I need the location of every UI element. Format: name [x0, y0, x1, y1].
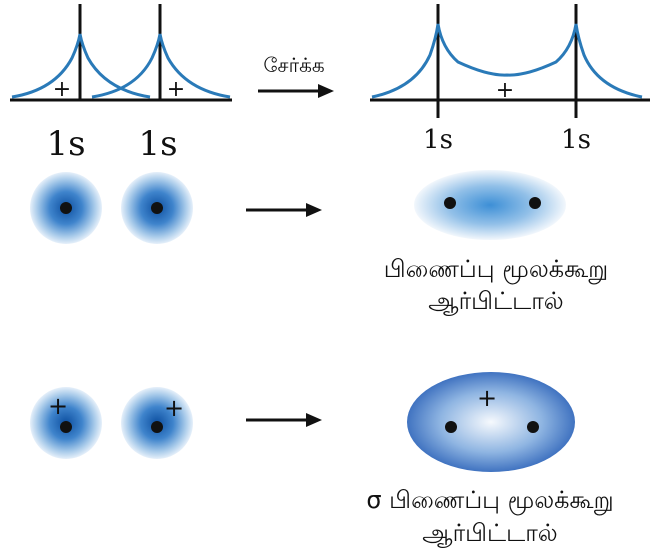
- nucleus-dot-7: [445, 421, 457, 433]
- nucleus-dot-2: [151, 202, 163, 214]
- combine-arrow: சேர்க்க: [258, 53, 334, 98]
- nucleus-dot-6: [151, 421, 163, 433]
- plus-sign-atom-2: +: [164, 394, 184, 422]
- combined-wavefunction: + 1s 1s: [370, 4, 650, 155]
- plus-sign-left-2: +: [167, 77, 185, 102]
- bonding-orbital-caption-line1: பிணைப்பு மூலக்கூறு: [384, 255, 608, 284]
- orbital-label-1s-left-2: 1s: [138, 124, 177, 164]
- nucleus-dot-8: [527, 421, 539, 433]
- plus-sign-molecule: +: [477, 384, 497, 412]
- sigma-orbital-caption-line1: σ பிணைப்பு மூலக்கூறு: [366, 486, 613, 515]
- separate-1s-wavefunctions: + + 1s 1s: [10, 4, 232, 164]
- nucleus-dot-4: [529, 197, 541, 209]
- bonding-orbital-row: பிணைப்பு மூலக்கூறு ஆர்பிட்டால்: [30, 170, 608, 316]
- arrow-head-top: [318, 84, 334, 98]
- sigma-orbital-row: + + + σ பிணைப்பு மூலக்கூறு ஆர்பிட்டால்: [30, 372, 614, 548]
- bonding-orbital-caption-line2: ஆர்பிட்டால்: [428, 287, 563, 316]
- orbital-label-1s-left-1: 1s: [46, 124, 85, 164]
- arrow-head-bottom: [306, 413, 322, 427]
- plus-sign-atom-1: +: [48, 392, 68, 420]
- orbital-label-1s-right-2: 1s: [561, 125, 591, 155]
- plus-sign-left-1: +: [53, 77, 71, 102]
- sigma-orbital-caption-line2: ஆர்பிட்டால்: [422, 519, 557, 548]
- plus-sign-combined: +: [496, 78, 514, 103]
- arrow-head-middle: [306, 203, 322, 217]
- nucleus-dot-3: [444, 197, 456, 209]
- nucleus-dot-1: [60, 202, 72, 214]
- nucleus-dot-5: [60, 421, 72, 433]
- bonding-molecular-orbital: [414, 170, 566, 240]
- orbital-label-1s-right-1: 1s: [423, 125, 453, 155]
- combine-label: சேர்க்க: [263, 53, 324, 77]
